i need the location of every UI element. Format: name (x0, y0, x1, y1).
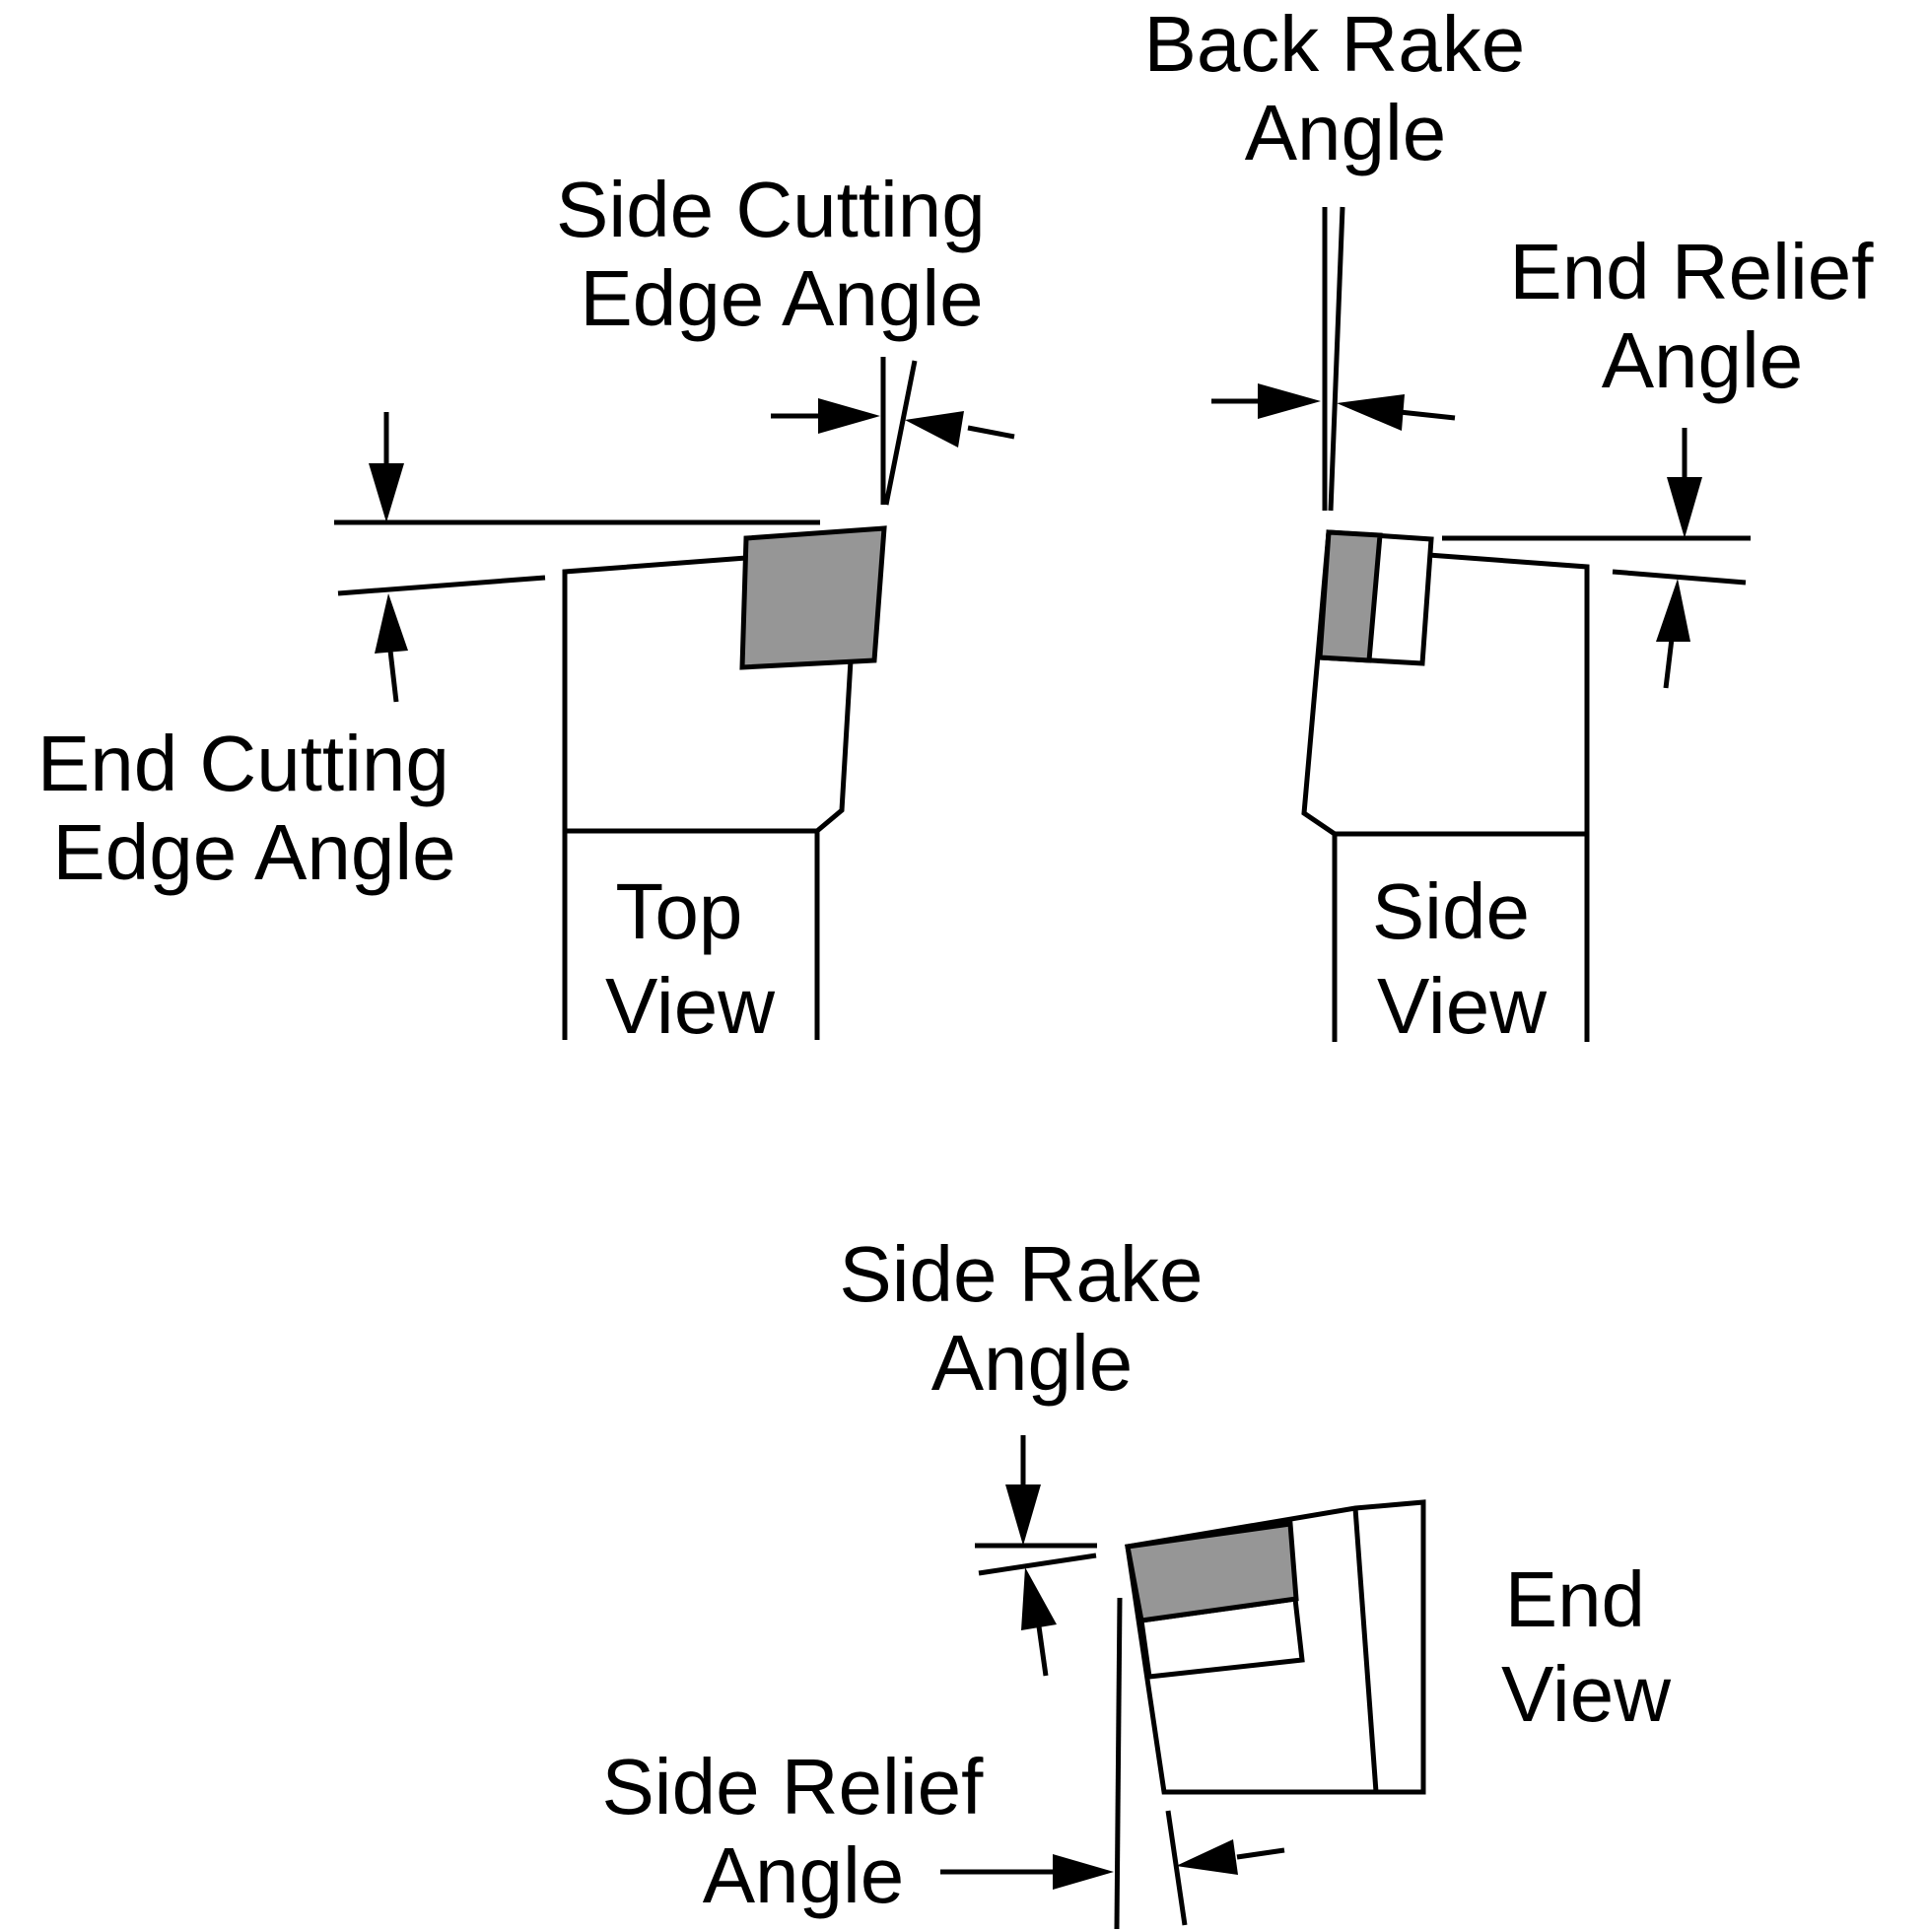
side-relief-vertical-line (1114, 1597, 1123, 1930)
side-view-label: Side View (1372, 867, 1551, 1050)
top-view-insert (739, 525, 887, 670)
side-cutting-edge-angle-label: Side Cutting Edge Angle (556, 166, 1007, 342)
back-rake-arrow-right-head (1258, 383, 1321, 419)
end-relief-arrow-up-stem (1663, 638, 1675, 689)
end-cutting-arrow-up-head (375, 593, 408, 654)
back-rake-arrow-left-head (1337, 394, 1405, 431)
side-relief-arrow-left-head (1176, 1839, 1238, 1875)
end-view-insert (1125, 1521, 1299, 1623)
end-cutting-edge-angle-label: End Cutting Edge Angle (37, 720, 471, 896)
end-relief-edge-line (1612, 569, 1747, 586)
side-relief-edge-line (1165, 1810, 1188, 1926)
end-view-shank-edge (1352, 1507, 1379, 1793)
side-cutting-arrow-right-head (818, 398, 880, 434)
side-relief-arrow-left-stem (1236, 1847, 1285, 1860)
side-rake-arrow-down-head (1005, 1484, 1041, 1546)
side-view-shank-outline-right (1427, 552, 1590, 1042)
side-view-shank-outline (1301, 531, 1338, 1042)
end-cutting-edge-line (337, 575, 546, 596)
side-rake-angle-label: Side Rake Angle (839, 1230, 1224, 1407)
side-cutting-edge-line (883, 360, 918, 506)
side-rake-arrow-up-head (1021, 1567, 1057, 1630)
end-view-label: End View (1501, 1555, 1671, 1738)
top-view-label: Top View (605, 867, 775, 1050)
end-view: End View (940, 1435, 1671, 1930)
side-view-insert (1317, 529, 1383, 663)
top-view: Top View (334, 357, 1015, 1050)
side-relief-angle-label: Side Relief Angle (601, 1743, 1004, 1919)
end-relief-arrow-down-head (1667, 477, 1702, 538)
side-view: Side View (1211, 206, 1751, 1050)
back-rake-edge-line (1328, 206, 1345, 512)
top-view-shank-outline (562, 555, 747, 1040)
top-view-shank-outline-right (814, 659, 854, 1040)
end-cutting-arrow-down-head (369, 463, 404, 522)
back-rake-arrow-left-stem (1399, 409, 1456, 421)
end-relief-arrow-up-head (1656, 579, 1690, 642)
end-cutting-arrow-up-stem (387, 650, 399, 703)
back-rake-angle-label: Back Rake Angle (1143, 0, 1547, 176)
end-relief-angle-label: End Relief Angle (1509, 228, 1894, 404)
side-rake-edge-line (978, 1552, 1097, 1576)
side-cutting-arrow-left-stem (967, 425, 1015, 440)
side-relief-arrow-right-head (1053, 1854, 1114, 1890)
side-rake-arrow-up-stem (1036, 1625, 1049, 1677)
side-cutting-arrow-left-head (905, 411, 964, 448)
